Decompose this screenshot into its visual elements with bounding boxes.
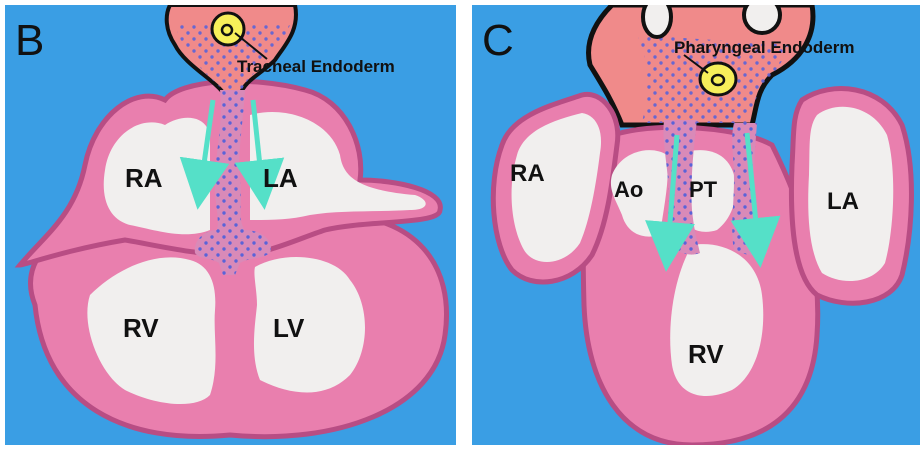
pt-label: PT bbox=[689, 177, 718, 202]
ra-label: RA bbox=[125, 163, 163, 193]
panel-b: B Tracheal Endoderm RA LA RV LV bbox=[5, 5, 456, 445]
panel-b-diagram: B Tracheal Endoderm RA LA RV LV bbox=[5, 5, 456, 445]
tissue-label: Pharyngeal Endoderm bbox=[674, 38, 854, 57]
panel-letter: B bbox=[15, 16, 44, 65]
rv-label: RV bbox=[688, 339, 724, 369]
la-label: LA bbox=[263, 163, 298, 193]
ao-label: Ao bbox=[614, 177, 643, 202]
lv-label: LV bbox=[273, 313, 305, 343]
panel-c-diagram: C Pharyngeal Endoderm RA Ao PT LA RV bbox=[472, 5, 920, 445]
la-label: LA bbox=[827, 188, 859, 215]
panel-c: C Pharyngeal Endoderm RA Ao PT LA RV bbox=[472, 5, 920, 445]
marker-icon bbox=[212, 13, 244, 45]
tissue-label: Tracheal Endoderm bbox=[237, 57, 395, 76]
rv-label: RV bbox=[123, 313, 159, 343]
ra-label: RA bbox=[510, 160, 545, 187]
marker-icon bbox=[700, 63, 736, 95]
panel-letter: C bbox=[482, 16, 514, 65]
